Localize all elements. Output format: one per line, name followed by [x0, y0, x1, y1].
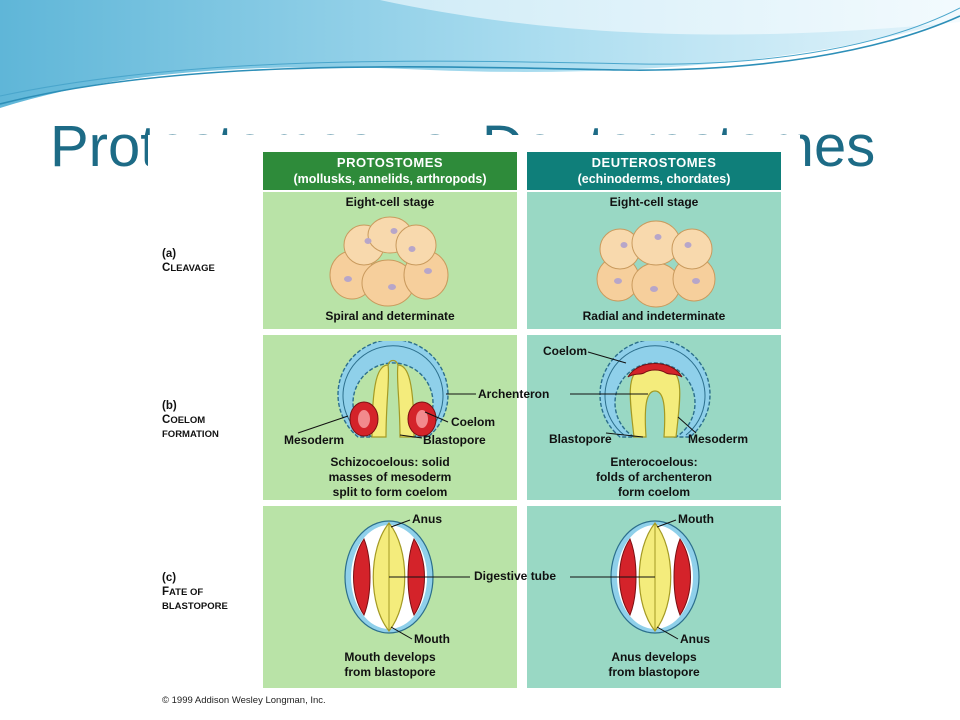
- proto-coelom-caption: Schizocoelous: solid masses of mesoderm …: [328, 455, 452, 499]
- protostomes-header: PROTOSTOMES (mollusks, annelids, arthrop…: [263, 152, 517, 190]
- deutero-mesoderm-label: Mesoderm: [688, 432, 749, 446]
- deutero-eight-cell-label: Eight-cell stage: [609, 195, 699, 209]
- deutero-cleavage-caption: Radial and indeterminate: [582, 309, 726, 323]
- spiral-cleavage-embryo: [329, 216, 449, 307]
- fate-leader-lines: [389, 519, 679, 640]
- proto-mouth-label: Mouth: [414, 632, 450, 646]
- deutero-coelom-label: Coelom: [543, 344, 588, 358]
- schizocoelous-gastrula: [337, 341, 449, 438]
- protostomes-examples: (mollusks, annelids, arthropods): [293, 172, 487, 186]
- deuterostomes-title: DEUTEROSTOMES: [591, 155, 717, 170]
- proto-mesoderm-label: Mesoderm: [284, 433, 345, 447]
- comparison-figure: PROTOSTOMES (mollusks, annelids, arthrop…: [148, 135, 800, 720]
- proto-fate-caption: Mouth develops from blastopore: [344, 650, 436, 679]
- coelom-leader-lines: [297, 351, 697, 439]
- archenteron-label: Archenteron: [478, 387, 550, 401]
- proto-cleavage-caption: Spiral and determinate: [325, 309, 455, 323]
- proto-anus-label: Anus: [412, 512, 442, 526]
- deutero-anus-label: Anus: [680, 632, 710, 646]
- proto-blastopore-label: Blastopore: [423, 433, 486, 447]
- header-wave-decoration: [0, 0, 960, 108]
- copyright-notice: © 1999 Addison Wesley Longman, Inc.: [162, 695, 326, 706]
- radial-cleavage-embryo: [596, 220, 716, 308]
- enterocoelous-gastrula: [599, 341, 711, 438]
- deutero-fate-caption: Anus develops from blastopore: [608, 650, 700, 679]
- row-label-fate-of-blastopore: (c) FATE OF BLASTOPORE: [162, 572, 228, 612]
- digestive-tube-label: Digestive tube: [474, 569, 557, 583]
- row-label-coelom-formation: (b) COELOM FORMATION: [162, 400, 219, 440]
- row-label-cleavage: (a) CLEAVAGE: [162, 248, 215, 274]
- deuterostomes-header: DEUTEROSTOMES (echinoderms, chordates): [527, 152, 781, 190]
- proto-coelom-label: Coelom: [451, 415, 496, 429]
- proto-eight-cell-label: Eight-cell stage: [345, 195, 435, 209]
- deutero-coelom-caption: Enterocoelous: folds of archenteron form…: [595, 455, 712, 499]
- deutero-blastopore-label: Blastopore: [549, 432, 612, 446]
- protostomes-title: PROTOSTOMES: [336, 155, 444, 170]
- deuterostomes-examples: (echinoderms, chordates): [577, 172, 731, 186]
- deutero-mouth-label: Mouth: [678, 512, 714, 526]
